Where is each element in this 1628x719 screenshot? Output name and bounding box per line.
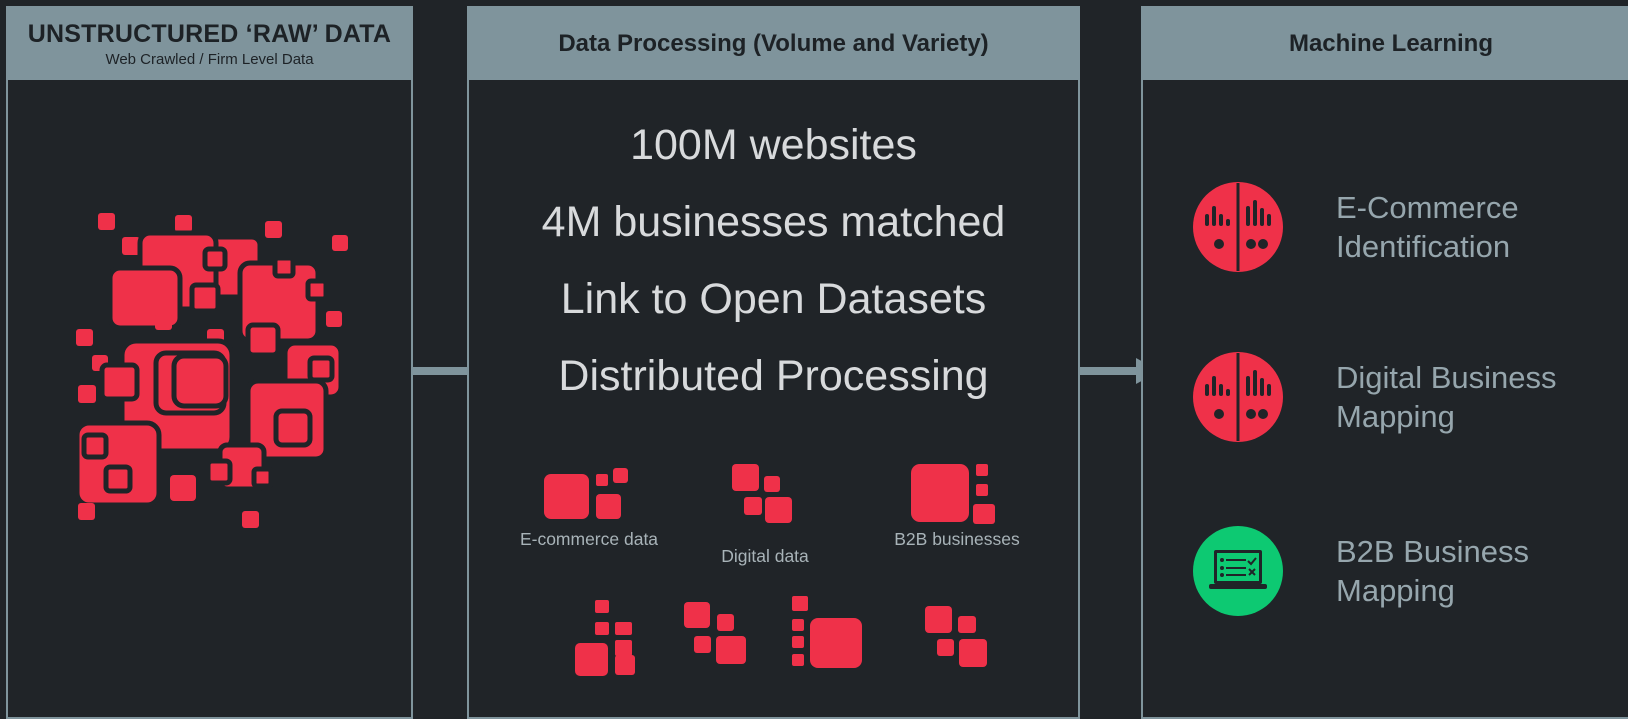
analytics-icon	[1193, 352, 1283, 442]
data-type-b2b-label: B2B businesses	[894, 529, 1020, 549]
squares-cluster-icon	[792, 596, 862, 668]
machine-learning-header: Machine Learning	[1143, 8, 1628, 80]
machine-learning-title: Machine Learning	[1288, 30, 1494, 57]
machine-learning-panel: Machine Learning E-Commerce Identificati…	[1141, 6, 1628, 719]
squares-cluster-icon	[732, 464, 792, 523]
stat-open-datasets: Link to Open Datasets	[560, 275, 987, 323]
stat-websites: 100M websites	[630, 121, 917, 169]
squares-cluster-icon	[925, 606, 987, 667]
data-processing-title: Data Processing (Volume and Variety)	[558, 30, 989, 57]
raw-data-header: UNSTRUCTURED ‘RAW’ DATA Web Crawled / Fi…	[8, 8, 411, 80]
squares-cluster-icon	[911, 464, 995, 524]
processing-stats: 100M websites 4M businesses matched Link…	[469, 116, 1078, 424]
ml-label-b2b: B2B Business Mapping	[1336, 534, 1529, 608]
stat-distributed-processing: Distributed Processing	[558, 352, 989, 400]
raw-data-squares-icon	[74, 213, 348, 528]
ml-item-ecommerce: E-Commerce Identification	[1143, 180, 1628, 280]
squares-cluster-icon	[684, 602, 746, 664]
ml-item-b2b: B2B Business Mapping	[1143, 524, 1628, 624]
data-type-ecommerce-label: E-commerce data	[519, 529, 659, 549]
raw-data-panel: UNSTRUCTURED ‘RAW’ DATA Web Crawled / Fi…	[6, 6, 413, 719]
raw-data-subtitle: Web Crawled / Firm Level Data	[105, 51, 314, 68]
ml-label-ecommerce: E-Commerce Identification	[1336, 190, 1519, 264]
raw-data-title: UNSTRUCTURED ‘RAW’ DATA	[27, 20, 392, 48]
data-processing-panel: Data Processing (Volume and Variety) 100…	[467, 6, 1080, 719]
stat-businesses-matched: 4M businesses matched	[541, 198, 1006, 246]
squares-cluster-icon	[575, 600, 635, 676]
squares-cluster-icon	[544, 468, 628, 519]
ml-item-digital: Digital Business Mapping	[1143, 350, 1628, 450]
laptop-checklist-icon	[1193, 526, 1283, 616]
data-type-digital-label: Digital data	[721, 546, 809, 566]
data-processing-header: Data Processing (Volume and Variety)	[469, 8, 1078, 80]
analytics-icon	[1193, 182, 1283, 272]
ml-label-digital: Digital Business Mapping	[1336, 360, 1557, 434]
